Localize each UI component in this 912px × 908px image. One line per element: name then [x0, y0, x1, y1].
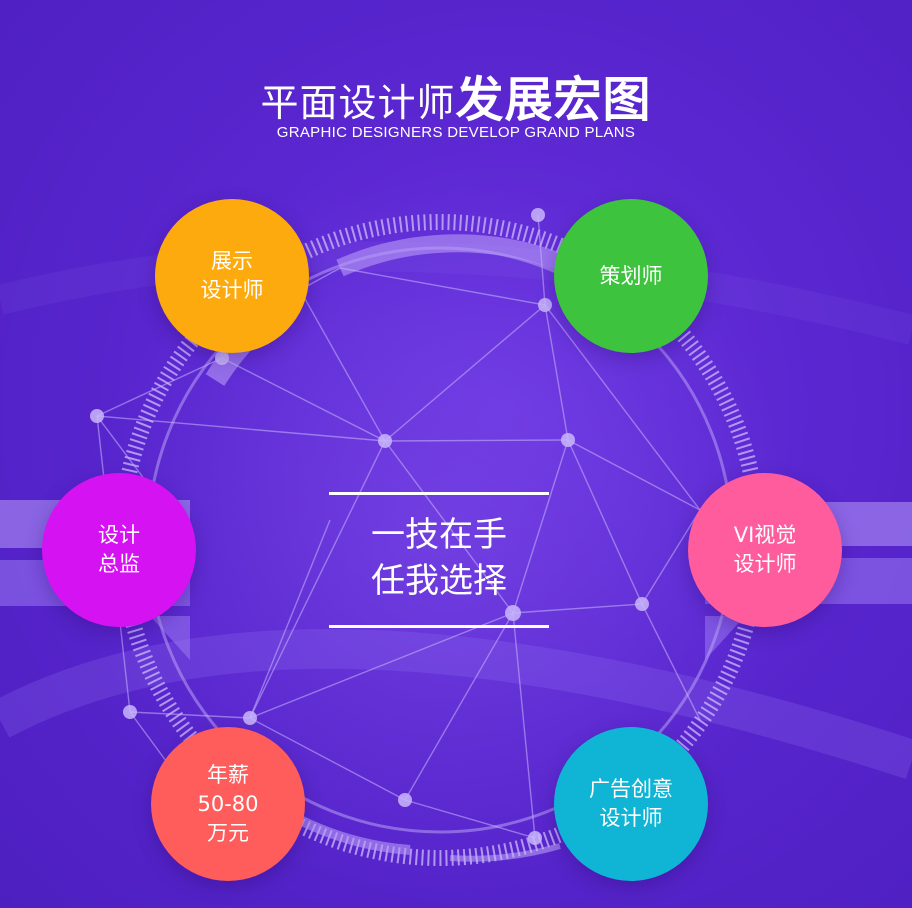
circle-label-line: 策划师	[599, 263, 663, 288]
circle-label-line: 展示	[211, 249, 253, 273]
slogan-line-1: 一技在手	[371, 515, 507, 555]
title-light-text: 平面设计师	[260, 81, 456, 125]
title-bold-text: 发展宏图	[455, 72, 652, 128]
circle-ad-creative-designer: 广告创意 设计师	[554, 727, 708, 881]
circle-label-line: 广告创意	[589, 777, 673, 801]
circle-design-director: 设计 总监	[42, 473, 196, 627]
slogan-line-2: 任我选择	[371, 561, 507, 601]
page-subtitle: GRAPHIC DESIGNERS DEVELOP GRAND PLANS	[276, 124, 636, 141]
page-title: 平面设计师发展宏图	[0, 60, 912, 130]
circle-label-line: 年薪	[207, 762, 249, 787]
slogan-text: 一技在手 任我选择	[329, 512, 549, 604]
circle-label-line: 万元	[207, 820, 249, 845]
circle-label-line: 设计师	[733, 552, 797, 576]
circle-display-designer: 展示 设计师	[155, 199, 309, 353]
circle-label-line: 50-80	[197, 791, 259, 816]
circle-label-line: 设计师	[599, 806, 663, 830]
circle-label-line: VI视觉	[733, 523, 797, 547]
circle-label-line: 设计	[98, 523, 140, 547]
slogan-bottom-divider	[329, 625, 549, 628]
circle-vi-designer: VI视觉 设计师	[688, 473, 842, 627]
center-slogan: 一技在手 任我选择	[329, 492, 549, 630]
slogan-top-divider	[329, 492, 549, 495]
circle-label-line: 总监	[98, 552, 140, 576]
circle-planner: 策划师	[554, 199, 708, 353]
circle-salary: 年薪 50-80 万元	[151, 727, 305, 881]
circle-label-line: 设计师	[200, 278, 264, 302]
